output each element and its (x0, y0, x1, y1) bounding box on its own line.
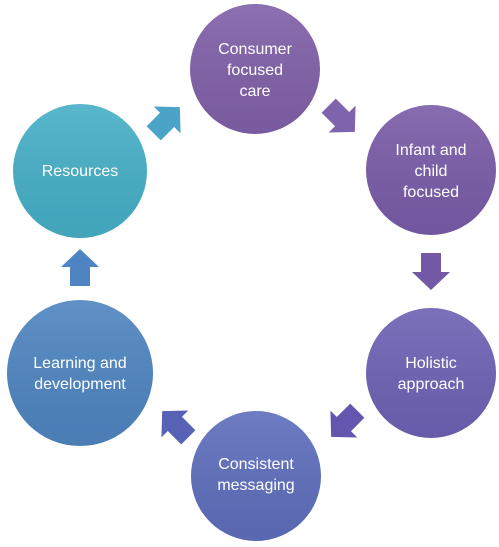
node-label-line: development (34, 376, 126, 393)
arrow-resources-to-consumer (146, 106, 181, 141)
node-shade (191, 411, 321, 541)
node-consistent-messaging: Consistent messaging (191, 411, 321, 541)
node-resources: Resources (13, 104, 147, 238)
node-label-line: Infant and (395, 142, 466, 159)
node-label-line: child (415, 163, 448, 180)
node-label-line: Consistent (218, 456, 294, 473)
node-label-line: approach (398, 376, 465, 393)
node-label-line: Holistic (405, 355, 457, 372)
arrow-holistic-to-consistent (330, 403, 365, 438)
node-label-line: Consumer (218, 41, 292, 58)
node-label-line: focused (227, 62, 283, 79)
node-consumer-focused-care: Consumer focused care (190, 4, 320, 134)
node-label-line: Learning and (33, 355, 126, 372)
node-shade (366, 308, 496, 438)
arrow-learning-to-resources (61, 249, 99, 286)
node-label-line: focused (403, 184, 459, 201)
node-infant-and-child-focused: Infant and child focused (366, 105, 496, 235)
node-shade (13, 104, 147, 238)
node-shade (366, 105, 496, 235)
node-learning-and-development: Learning and development (7, 300, 153, 446)
node-holistic-approach: Holistic approach (366, 308, 496, 438)
node-shade (7, 300, 153, 446)
node-label-line: care (239, 83, 270, 100)
cycle-arrows (61, 98, 450, 445)
node-label-line: Resources (42, 163, 118, 180)
arrow-infant-to-holistic (412, 253, 450, 290)
arrow-consistent-to-learning (161, 410, 196, 445)
arrow-consumer-to-infant (321, 98, 356, 133)
node-shade (190, 4, 320, 134)
node-label-line: messaging (217, 477, 294, 494)
